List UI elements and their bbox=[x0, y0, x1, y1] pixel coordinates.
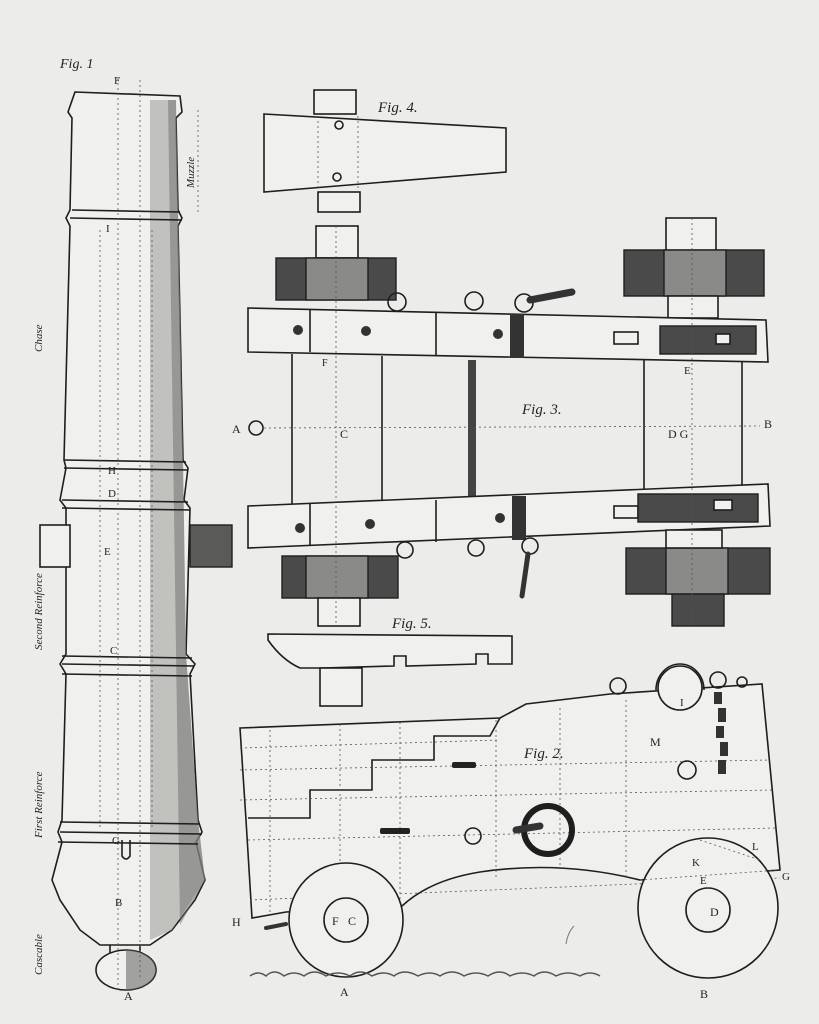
fig2-letter-c: C bbox=[348, 914, 356, 928]
fig2-letter-l: L bbox=[752, 841, 759, 853]
fig3-title: Fig. 3. bbox=[521, 402, 562, 418]
fig2-letter-b: B bbox=[700, 987, 708, 1001]
fig3-letter-c: C bbox=[340, 427, 348, 441]
fig1-title: Fig. 1 bbox=[59, 57, 93, 72]
fig1-label-muzzle: Muzzle bbox=[185, 157, 197, 189]
fig1-label-first-reinforce: First Reinforce bbox=[33, 771, 45, 839]
fig5-bed-side bbox=[267, 633, 513, 707]
fig3-carriage-plan bbox=[247, 217, 771, 627]
fig1-label-cascable: Cascable bbox=[33, 934, 45, 975]
fig1-letter-f: F bbox=[114, 75, 120, 87]
fig1-letter-g: G bbox=[112, 835, 120, 847]
fig1-letter-i: I bbox=[106, 223, 110, 235]
fig2-letter-m: M bbox=[650, 735, 661, 749]
fig1-label-second-reinforce: Second Reinforce bbox=[33, 573, 45, 650]
fig3-letter-f: F bbox=[322, 358, 328, 369]
fig1-letter-d: D bbox=[108, 488, 116, 500]
fig2-carriage-side bbox=[239, 663, 781, 979]
fig3-letter-b: B bbox=[764, 417, 772, 431]
fig2-letter-a: A bbox=[340, 985, 349, 999]
fig3-letter-dg: D G bbox=[668, 427, 689, 441]
fig1-label-chase: Chase bbox=[33, 324, 45, 352]
fig1-letter-c: C bbox=[110, 645, 117, 657]
fig3-letter-a: A bbox=[232, 422, 241, 436]
fig3-letter-e: E bbox=[684, 365, 691, 377]
fig1-letter-b: B bbox=[115, 897, 122, 909]
fig2-letter-i: I bbox=[680, 697, 684, 709]
fig2-letter-d: D bbox=[710, 905, 719, 919]
fig1-cannon-barrel bbox=[39, 78, 233, 991]
fig2-letter-h: H bbox=[232, 915, 241, 929]
fig1-letter-h: H bbox=[108, 465, 116, 477]
fig5-title: Fig. 5. bbox=[391, 616, 432, 632]
fig4-title: Fig. 4. bbox=[377, 100, 418, 116]
fig1-letter-a: A bbox=[124, 989, 133, 1003]
fig1-letter-e: E bbox=[104, 546, 111, 558]
fig2-title: Fig. 2. bbox=[523, 746, 564, 762]
fig2-letter-e: E bbox=[700, 875, 707, 887]
fig2-letter-f: F bbox=[332, 914, 339, 928]
fig4-trunnion-bed bbox=[263, 89, 507, 213]
fig2-letter-k: K bbox=[692, 857, 700, 869]
fig2-letter-g: G bbox=[782, 871, 790, 883]
